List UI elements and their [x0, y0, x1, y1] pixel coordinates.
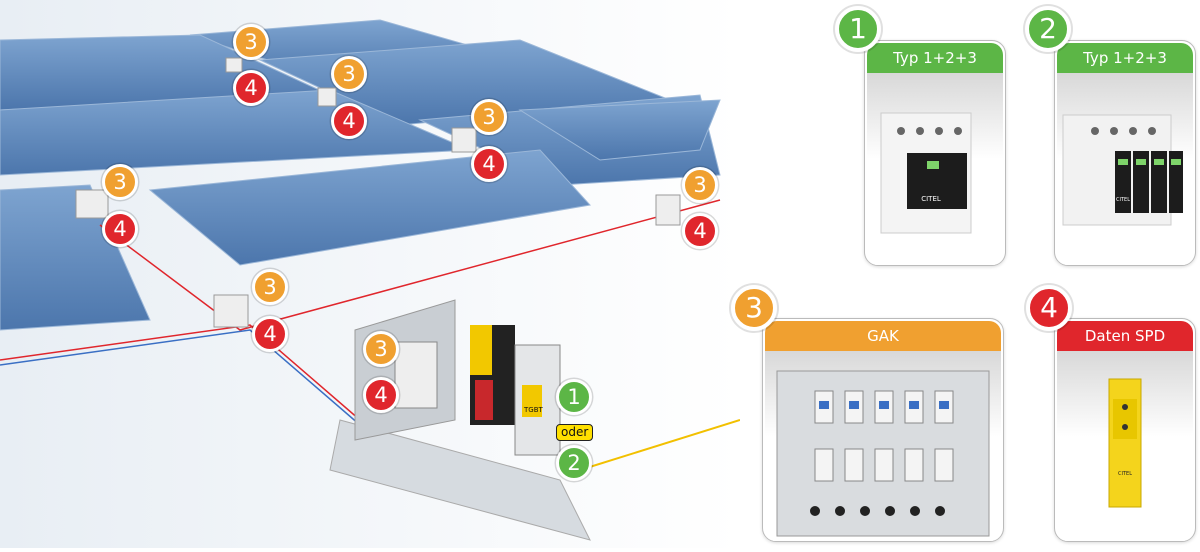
svg-text:CITEL: CITEL: [1118, 471, 1132, 477]
svg-text:CITEL: CITEL: [1116, 197, 1130, 203]
card-title: GAK: [765, 321, 1001, 351]
svg-text:CITEL: CITEL: [921, 195, 941, 203]
gak-badge: 3: [252, 269, 288, 305]
card-badge-1: 1: [835, 6, 881, 52]
spd-device-icon: CITEL: [1062, 114, 1183, 226]
data-spd-badge: 4: [363, 377, 399, 413]
type2-badge: 2: [556, 445, 592, 481]
solar-field-illustration: TGBT: [0, 0, 741, 548]
card-badge-3: 3: [731, 285, 777, 331]
product-image: [765, 351, 1001, 541]
data-spd-badge: 4: [252, 316, 288, 352]
type1-badge: 1: [556, 379, 592, 415]
card-badge-2: 2: [1025, 6, 1071, 52]
tgbt-label: TGBT: [523, 406, 544, 414]
product-card-3: GAK: [762, 318, 1004, 542]
card-title: Daten SPD: [1057, 321, 1193, 351]
data-spd-badge: 4: [102, 211, 138, 247]
solar-plant-scene: TGBT 3 3 3 3 3 3 3 4 4 4 4 4 4 4 1 oder …: [0, 0, 741, 548]
oder-label: oder: [556, 424, 594, 441]
data-spd-badge: 4: [331, 103, 367, 139]
spd-device-icon: CITEL: [880, 112, 972, 234]
gak-badge: 3: [331, 56, 367, 92]
gak-badge: 3: [102, 164, 138, 200]
product-card-2: Typ 1+2+3 CITEL: [1054, 40, 1196, 266]
gak-badge: 3: [233, 24, 269, 60]
data-spd-device-icon: CITEL: [1108, 378, 1142, 508]
card-badge-4: 4: [1026, 285, 1072, 331]
data-spd-badge: 4: [471, 146, 507, 182]
product-card-1: Typ 1+2+3 CITEL: [864, 40, 1006, 266]
card-title: Typ 1+2+3: [867, 43, 1003, 73]
combiner-box-icon: [776, 370, 990, 537]
data-spd-badge: 4: [233, 70, 269, 106]
product-image: CITEL: [867, 73, 1003, 265]
product-card-4: Daten SPD CITEL: [1054, 318, 1196, 542]
product-image: CITEL: [1057, 73, 1193, 265]
card-title: Typ 1+2+3: [1057, 43, 1193, 73]
gak-badge: 3: [471, 99, 507, 135]
product-image: CITEL: [1057, 351, 1193, 541]
gak-badge: 3: [682, 167, 718, 203]
data-spd-badge: 4: [682, 213, 718, 249]
gak-badge: 3: [363, 331, 399, 367]
